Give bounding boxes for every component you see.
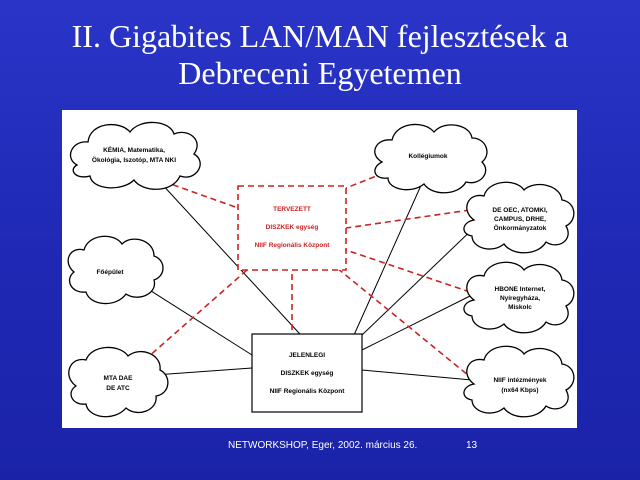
link-mtadae-planned [121, 269, 248, 381]
planned-center-label-1: TERVEZETT [273, 206, 311, 213]
link-hbone-current [361, 294, 473, 351]
page-number: 13 [466, 440, 478, 451]
slide-footer: NETWORKSHOP, Eger, 2002. március 26. [228, 440, 418, 451]
link-deoec-current [361, 221, 481, 336]
cloud-hbone [463, 261, 575, 334]
cloud-mtadae [68, 346, 169, 418]
network-diagram: KÉMIA, Matematika, Ökológia, Iszotóp, MT… [62, 110, 577, 428]
deoec-label-1: DE OEC, ATOMKI, [492, 207, 547, 214]
hbone-label-2: Nyíregyháza, [500, 295, 540, 302]
niif-label-1: NIIF intézmények [493, 377, 546, 384]
slide-title: II. Gigabites LAN/MAN fejlesztések a Deb… [0, 18, 640, 92]
link-niif-current [361, 369, 473, 381]
planned-center-box [237, 185, 347, 271]
kemia-label-2: Ökológia, Iszotóp, MTA NKI [92, 155, 176, 164]
link-hbone-planned [345, 249, 471, 293]
kollegiumok-label: Kollégiumok [408, 153, 447, 160]
current-center-label-1: JELENLEGI [289, 352, 325, 359]
planned-center-label-2: DISZKEK egység [266, 224, 319, 231]
slide-title-line-1: II. Gigabites LAN/MAN fejlesztések a [71, 18, 569, 54]
link-kollegiumok-current [353, 171, 428, 336]
mtadae-label-2: DE ATC [106, 385, 130, 392]
link-deoec-planned [345, 209, 471, 229]
foepulet-label: Főépület [96, 269, 124, 276]
kemia-label-1: KÉMIA, Matematika, [103, 145, 165, 154]
cloud-kollegiumok [374, 123, 488, 194]
hbone-label-1: HBONE Internet, [495, 286, 546, 293]
niif-label-2: (nx64 Kbps) [501, 387, 538, 394]
cloud-foepulet [67, 235, 164, 305]
cloud-kemia [69, 121, 201, 190]
slide-title-line-2: Debreceni Egyetemen [178, 55, 462, 91]
cloud-deoec [463, 181, 575, 254]
mtadae-label-1: MTA DAE [104, 375, 134, 382]
deoec-label-3: Önkormányzatok [494, 223, 547, 232]
deoec-label-2: CAMPUS, DRHE, [494, 216, 546, 223]
network-diagram-svg: KÉMIA, Matematika, Ökológia, Iszotóp, MT… [67, 121, 575, 418]
current-center-label-3: NIIF Regionális Központ [270, 388, 346, 395]
hbone-label-3: Miskolc [508, 304, 532, 311]
cloud-shapes [67, 121, 575, 418]
link-kemia-current [159, 181, 311, 346]
cloud-niif [463, 345, 575, 418]
current-center-label-2: DISZKEK egység [281, 370, 334, 377]
current-center-box [251, 333, 363, 413]
planned-center-label-3: NIIF Regionális Központ [255, 242, 331, 249]
